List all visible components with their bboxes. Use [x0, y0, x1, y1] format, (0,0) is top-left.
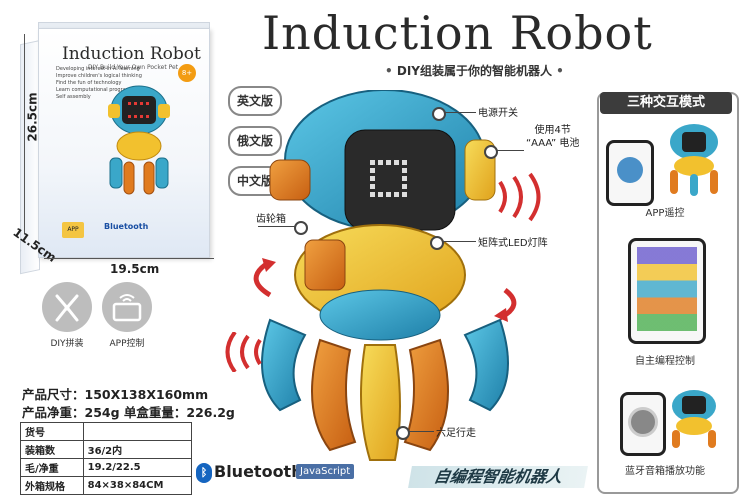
mode-app-remote-label: APP遥控 — [645, 208, 685, 219]
speaker-icon — [628, 407, 658, 437]
sound-wave-left-icon — [225, 332, 262, 372]
callout-dot — [432, 107, 446, 121]
box-bullet: Self assembly — [56, 94, 91, 100]
table-cell: 36/2内 — [82, 440, 193, 459]
dimension-line-vertical — [24, 34, 25, 234]
table-cell: 84×38×84CM — [82, 476, 193, 495]
phone-app-remote — [606, 140, 654, 206]
javascript-badge: JavaScript — [296, 464, 355, 479]
dimension-line-horizontal — [44, 258, 214, 259]
callout-line — [438, 241, 476, 242]
mode-robot-image — [670, 124, 718, 196]
lang-russian: 俄文版 — [228, 126, 282, 156]
page-subtitle: • DIY组装属于你的智能机器人 • — [385, 64, 564, 78]
table-cell — [82, 422, 193, 441]
table-cell: 外箱规格 — [20, 476, 84, 495]
callout-line — [440, 112, 476, 113]
mode-programming-label: 自主编程控制 — [635, 356, 695, 367]
callout-gearbox: 齿轮箱 — [256, 214, 286, 225]
box-bullet: Developing interest in AI learning — [56, 66, 140, 72]
age-badge: 8+ — [178, 64, 196, 82]
mode-speaker-label: 蓝牙音箱播放功能 — [625, 466, 705, 477]
callout-power-switch: 电源开关 — [478, 108, 518, 119]
modes-heading: 三种交互模式 — [600, 92, 732, 114]
callout-line — [404, 431, 434, 432]
box-bullet: Learn computational programming — [56, 87, 144, 93]
box-app-badge: APP — [62, 222, 84, 238]
page-title: Induction Robot — [262, 6, 653, 60]
box-bullet: Improve children's logical thinking — [56, 73, 142, 79]
table-row: 货号 — [20, 422, 193, 441]
box-bullet: Find the fun of technology — [56, 80, 122, 86]
bottom-banner: 自编程智能机器人 — [408, 466, 588, 488]
dimension-width: 19.5cm — [110, 262, 160, 276]
lang-english: 英文版 — [228, 86, 282, 116]
callout-dot — [396, 426, 410, 440]
callout-led-matrix: 矩阵式LED灯阵 — [478, 238, 548, 249]
spec-weight: 产品净重：254g 单盒重量：226.2g — [22, 405, 235, 420]
callout-line — [492, 150, 524, 151]
phone-speaker — [620, 392, 666, 456]
remote-joystick-icon — [617, 157, 643, 183]
callout-dot — [294, 221, 308, 235]
callout-six-legs: 六足行走 — [436, 428, 476, 439]
table-cell: 货号 — [20, 422, 84, 441]
table-cell: 装箱数 — [20, 440, 84, 459]
bluetooth-icon: ᛒ — [196, 462, 212, 483]
tablet-wifi-icon — [112, 294, 142, 322]
bluetooth-text: Bluetooth — [214, 462, 303, 481]
spec-size: 产品尺寸：150X138X160mm — [22, 387, 209, 402]
code-blocks-icon — [637, 247, 697, 331]
feature-app — [102, 282, 152, 332]
box-title: Induction Robot — [62, 44, 201, 64]
subtitle-text: DIY组装属于你的智能机器人 — [396, 64, 552, 78]
mode-speaker-robot-image — [672, 390, 716, 448]
phone-programming — [628, 238, 706, 344]
pliers-icon — [55, 294, 79, 322]
dimension-height: 26.5cm — [25, 92, 40, 142]
feature-diy — [42, 282, 92, 332]
callout-line — [258, 226, 296, 227]
box-robot-image — [108, 85, 170, 195]
table-cell: 毛/净重 — [20, 458, 84, 477]
box-bluetooth-label: Bluetooth — [104, 222, 149, 231]
callout-battery: 使用4节 “AAA” 电池 — [526, 125, 580, 149]
box-bullets: Developing interest in AI learning Impro… — [56, 66, 143, 101]
callout-dot — [484, 145, 498, 159]
feature-diy-label: DIY拼装 — [50, 339, 84, 349]
table-cell: 19.2/22.5 — [82, 458, 193, 477]
robot-image — [253, 90, 517, 461]
box-subtitle: DIY Build Your Own Pocket Pet — [88, 64, 179, 71]
callout-dot — [430, 236, 444, 250]
feature-app-label: APP控制 — [109, 339, 145, 349]
sound-wave-right-icon — [498, 172, 541, 222]
